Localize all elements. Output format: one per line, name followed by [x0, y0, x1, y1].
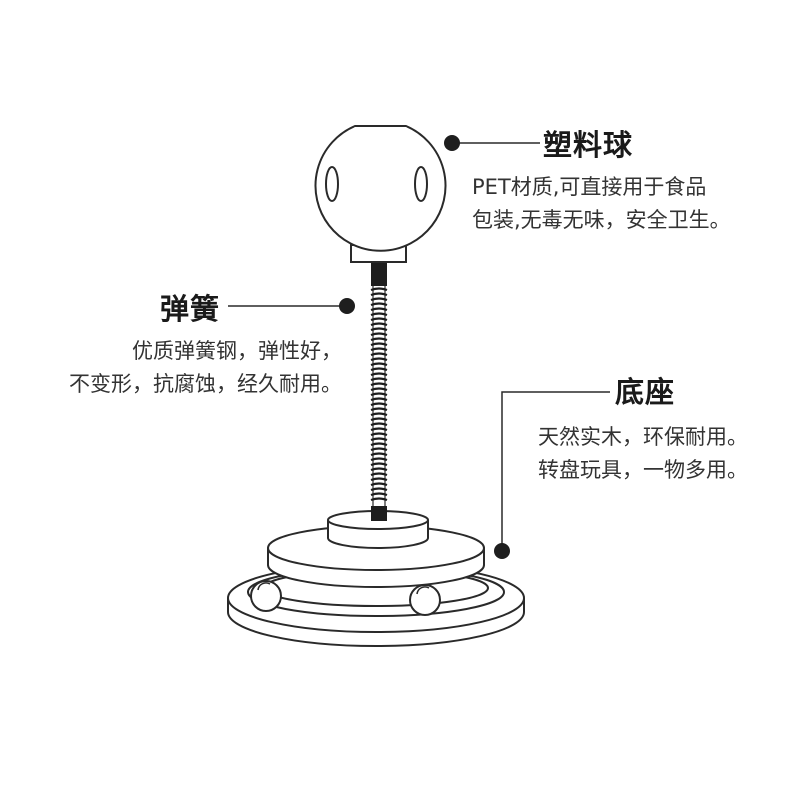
ball-callout-dot [444, 135, 460, 151]
spring-coil [370, 407, 388, 412]
spring-coil [370, 397, 388, 402]
spring-coil [370, 357, 388, 362]
base-title: 底座 [615, 375, 676, 409]
spring-coil [370, 367, 388, 372]
spring-coil [370, 437, 388, 442]
spring-coil [370, 457, 388, 462]
spring-coil [370, 492, 388, 497]
spring-coil [370, 312, 388, 317]
ball-hole-left [325, 166, 339, 202]
base-illustration [227, 510, 525, 647]
spring-coil [370, 482, 388, 487]
spring-description-line-1: 优质弹簧钢，弹性好， [132, 339, 342, 363]
spring-callout-dot [339, 298, 355, 314]
spring-coil [370, 372, 388, 377]
spring-title: 弹簧 [160, 292, 221, 326]
spring-coil [370, 302, 388, 307]
ball-description: PET材质,可直接用于食品 包装,无毒无味，安全卫生。 [472, 171, 731, 237]
base-description-line-1: 天然实木，环保耐用。 [538, 425, 748, 449]
ball-description-line-2: 包装,无毒无味，安全卫生。 [472, 208, 731, 232]
spring-coil [370, 387, 388, 392]
spring-coil [370, 447, 388, 452]
plastic-ball-illustration [314, 125, 447, 263]
track-ball-left [250, 580, 282, 612]
callout-lines [228, 142, 610, 551]
spring-coil [370, 452, 388, 457]
spring-coil [370, 487, 388, 492]
spring-description: 优质弹簧钢，弹性好， 不变形，抗腐蚀，经久耐用。 [69, 335, 342, 401]
spring-coil [370, 317, 388, 322]
spring-coil [370, 417, 388, 422]
spring-coil [370, 322, 388, 327]
base-description-line-2: 转盘玩具，一物多用。 [538, 458, 748, 482]
track-ball-right [409, 584, 441, 616]
ball-title: 塑料球 [543, 128, 634, 162]
spring-coil [370, 472, 388, 477]
spring-coil [370, 307, 388, 312]
spring-coil [370, 462, 388, 467]
spring-coil [370, 477, 388, 482]
spring-coil [370, 292, 388, 297]
spring-coil [370, 402, 388, 407]
base-description: 天然实木，环保耐用。 转盘玩具，一物多用。 [538, 421, 748, 487]
callout-dots [339, 135, 510, 559]
spring-coil [370, 287, 388, 292]
spring-coil [370, 327, 388, 332]
spring-description-line-2: 不变形，抗腐蚀，经久耐用。 [69, 372, 342, 396]
spring-coil [370, 467, 388, 472]
spring-coil [370, 392, 388, 397]
spring-coil [370, 432, 388, 437]
base-callout-dot [494, 543, 510, 559]
spring-coil [370, 382, 388, 387]
spring-coil [370, 332, 388, 337]
ball-description-line-1: PET材质,可直接用于食品 [472, 175, 707, 199]
spring-coil [370, 412, 388, 417]
ball-hole-right [414, 166, 428, 202]
spring-coil [370, 377, 388, 382]
spring-illustration [370, 262, 388, 521]
spring-coil [370, 442, 388, 447]
spring-coil [370, 342, 388, 347]
spring-coil [370, 497, 388, 502]
spring-coil [370, 362, 388, 367]
spring-coil [370, 422, 388, 427]
spring-coil [370, 347, 388, 352]
spring-coil [370, 352, 388, 357]
spring-coil [370, 297, 388, 302]
spring-coil [370, 427, 388, 432]
spring-coil [370, 337, 388, 342]
